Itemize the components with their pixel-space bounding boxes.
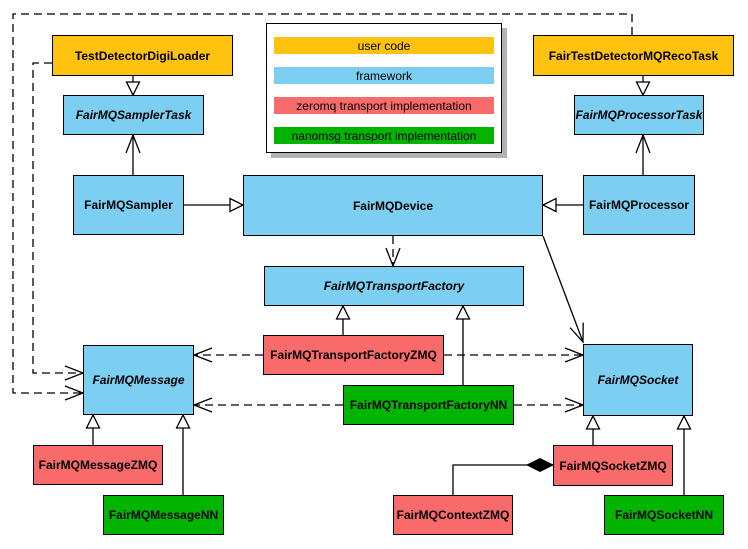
- class-label: FairMQSocketNN: [614, 508, 714, 522]
- class-label: FairMQDevice: [352, 198, 434, 213]
- edge-dependency-TestDetectorDigiLoader-to-FairMQMessage: [32, 62, 85, 381]
- class-label: FairMQMessage: [92, 373, 185, 387]
- class-label: FairMQMessageNN: [108, 508, 219, 522]
- class-label: FairTestDetectorMQRecoTask: [548, 48, 719, 63]
- legend-label: zeromq transport implementation: [296, 98, 472, 113]
- edge-composition-FairMQContextZMQ-to-FairMQSocketZMQ: [452, 457, 555, 495]
- class-label: FairMQProcessor: [588, 198, 690, 212]
- class-label: FairMQSamplerTask: [75, 108, 192, 122]
- class-box-FairMQMessage: FairMQMessage: [83, 345, 194, 415]
- legend-item-nanomsg: nanomsg transport implementation: [274, 127, 494, 144]
- legend-label: user code: [357, 38, 411, 53]
- class-label: FairMQTransportFactoryZMQ: [270, 348, 437, 362]
- edge-association-FairMQDevice-to-FairMQSocket: [542, 235, 584, 344]
- class-box-FairMQContextZMQ: FairMQContextZMQ: [393, 495, 513, 535]
- legend-item-user_code: user code: [274, 37, 494, 54]
- legend-box: user code framework zeromq transport imple…: [266, 23, 502, 153]
- class-box-FairMQSocket: FairMQSocket: [583, 344, 693, 416]
- legend-label: framework: [355, 68, 412, 83]
- class-label: FairMQTransportFactory: [323, 279, 465, 293]
- class-box-FairMQSocketZMQ: FairMQSocketZMQ: [553, 445, 673, 486]
- legend-label: nanomsg transport implementation: [291, 128, 477, 143]
- class-box-FairMQSocketNN: FairMQSocketNN: [604, 495, 724, 535]
- class-box-FairMQDevice: FairMQDevice: [243, 175, 543, 236]
- class-label: TestDetectorDigiLoader: [74, 48, 211, 63]
- class-label: FairMQSocket: [597, 373, 679, 387]
- legend-item-framework: framework: [274, 67, 494, 84]
- class-label: FairMQContextZMQ: [396, 508, 510, 522]
- class-box-FairMQTransportFactoryZMQ: FairMQTransportFactoryZMQ: [263, 335, 444, 375]
- legend-item-zeromq: zeromq transport implementation: [274, 97, 494, 114]
- class-box-FairMQSamplerTask: FairMQSamplerTask: [63, 95, 204, 135]
- class-box-FairTestDetectorMQRecoTask: FairTestDetectorMQRecoTask: [533, 35, 734, 76]
- class-label: FairMQMessageZMQ: [38, 458, 158, 472]
- edge-dependency-FairTestDetectorMQRecoTask-to-FairMQMessage: [12, 13, 633, 401]
- class-label: FairMQTransportFactoryNN: [349, 398, 508, 412]
- class-box-FairMQMessageZMQ: FairMQMessageZMQ: [33, 445, 163, 485]
- class-box-FairMQProcessorTask: FairMQProcessorTask: [574, 95, 704, 135]
- class-box-TestDetectorDigiLoader: TestDetectorDigiLoader: [52, 35, 233, 76]
- class-box-FairMQMessageNN: FairMQMessageNN: [103, 495, 224, 535]
- class-box-FairMQSampler: FairMQSampler: [73, 175, 184, 235]
- class-box-FairMQTransportFactoryNN: FairMQTransportFactoryNN: [343, 385, 514, 425]
- class-label: FairMQSampler: [84, 198, 173, 212]
- class-label: FairMQSocketZMQ: [559, 458, 667, 473]
- class-box-FairMQProcessor: FairMQProcessor: [583, 175, 695, 235]
- class-box-FairMQTransportFactory: FairMQTransportFactory: [264, 266, 524, 306]
- class-label: FairMQProcessorTask: [575, 108, 703, 122]
